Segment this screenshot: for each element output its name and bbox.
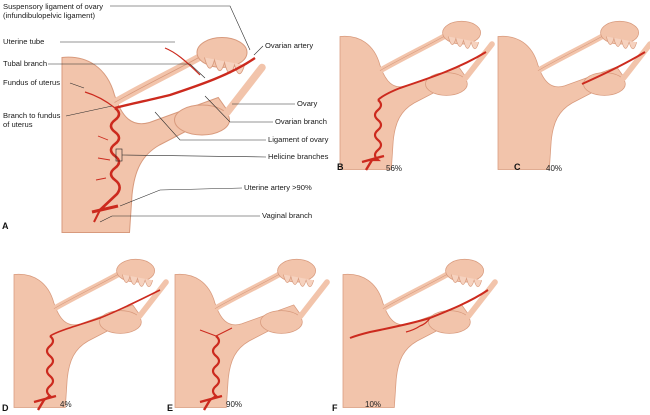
label-uterine-tube: Uterine tube bbox=[3, 37, 44, 46]
panel-d: 4% D bbox=[2, 259, 166, 413]
leader-suspensory bbox=[110, 5, 251, 51]
panel-letter-b: B bbox=[337, 162, 344, 172]
uterine-artery-tortuous bbox=[99, 106, 121, 211]
panel-f-ovarian-branch bbox=[405, 317, 431, 333]
panel-d-artery-base bbox=[33, 394, 57, 411]
leader-helicine bbox=[121, 154, 267, 158]
panel-b-ovarian-artery bbox=[377, 51, 487, 101]
panel-f-percent: 10% bbox=[365, 400, 381, 409]
label-ovarian-artery: Ovarian artery bbox=[265, 41, 313, 50]
leader-ovarian-branch bbox=[204, 95, 273, 123]
leader-vaginal-branch bbox=[99, 215, 260, 223]
panel-d-uterine-artery bbox=[43, 335, 55, 401]
panel-letter-a: A bbox=[2, 221, 9, 231]
label-uterine-artery: Uterine artery >90% bbox=[244, 183, 312, 192]
panel-letter-d: D bbox=[2, 403, 9, 413]
panel-a: Suspensory ligament of ovary (infundibul… bbox=[2, 2, 329, 233]
panel-e-percent: 90% bbox=[226, 400, 242, 409]
vaginal-branch-line bbox=[93, 209, 101, 223]
helicine-branch-lines bbox=[95, 135, 111, 181]
label-tubal-branch: Tubal branch bbox=[3, 59, 47, 68]
panel-b-uterine-artery bbox=[372, 99, 383, 162]
panel-e-uterine-artery bbox=[209, 335, 221, 401]
leader-branch-fundus bbox=[65, 105, 113, 117]
uterine-artery-base bbox=[91, 204, 119, 214]
panel-d-percent: 4% bbox=[60, 400, 72, 409]
tubal-branch-line bbox=[164, 47, 201, 76]
label-suspensory-2: (infundibulopelvic ligament) bbox=[3, 11, 95, 20]
panel-d-ovarian-artery bbox=[49, 289, 161, 337]
label-branch-fundus-1: Branch to fundus bbox=[3, 111, 61, 120]
leader-ovarian-artery bbox=[253, 45, 264, 56]
leader-fundus bbox=[69, 82, 85, 89]
panel-b: 56% B bbox=[337, 21, 492, 173]
panel-letter-e: E bbox=[167, 403, 173, 413]
leader-ligament-ovary bbox=[154, 111, 266, 141]
label-ovarian-branch: Ovarian branch bbox=[275, 117, 327, 126]
fundal-branch-line bbox=[84, 91, 116, 109]
label-vaginal-branch: Vaginal branch bbox=[262, 211, 312, 220]
panel-f: 10% F bbox=[332, 259, 495, 413]
label-ligament-ovary: Ligament of ovary bbox=[268, 135, 329, 144]
panel-b-percent: 56% bbox=[386, 164, 402, 173]
leader-uterine-artery bbox=[119, 187, 243, 207]
label-helicine: Helicine branches bbox=[268, 152, 329, 161]
label-fundus: Fundus of uterus bbox=[3, 78, 60, 87]
panel-f-ovarian-artery bbox=[349, 289, 489, 339]
ovarian-artery-line bbox=[114, 57, 256, 110]
panel-c-ovarian-artery bbox=[581, 51, 646, 85]
panel-e-fundal-branches bbox=[199, 327, 233, 337]
panel-letter-c: C bbox=[514, 162, 521, 172]
panel-e: 90% E bbox=[167, 259, 327, 413]
leader-tubal-branch bbox=[48, 63, 206, 79]
label-ovary: Ovary bbox=[297, 99, 317, 108]
label-suspensory-1: Suspensory ligament of ovary bbox=[3, 2, 103, 11]
panel-b-artery-base bbox=[361, 154, 385, 171]
label-branch-fundus-2: of uterus bbox=[3, 120, 33, 129]
panel-e-artery-base bbox=[199, 394, 223, 411]
panel-c-percent: 40% bbox=[546, 164, 562, 173]
panel-letter-f: F bbox=[332, 403, 338, 413]
panel-a-anatomy bbox=[62, 38, 262, 233]
panel-c: 40% C bbox=[498, 21, 650, 173]
